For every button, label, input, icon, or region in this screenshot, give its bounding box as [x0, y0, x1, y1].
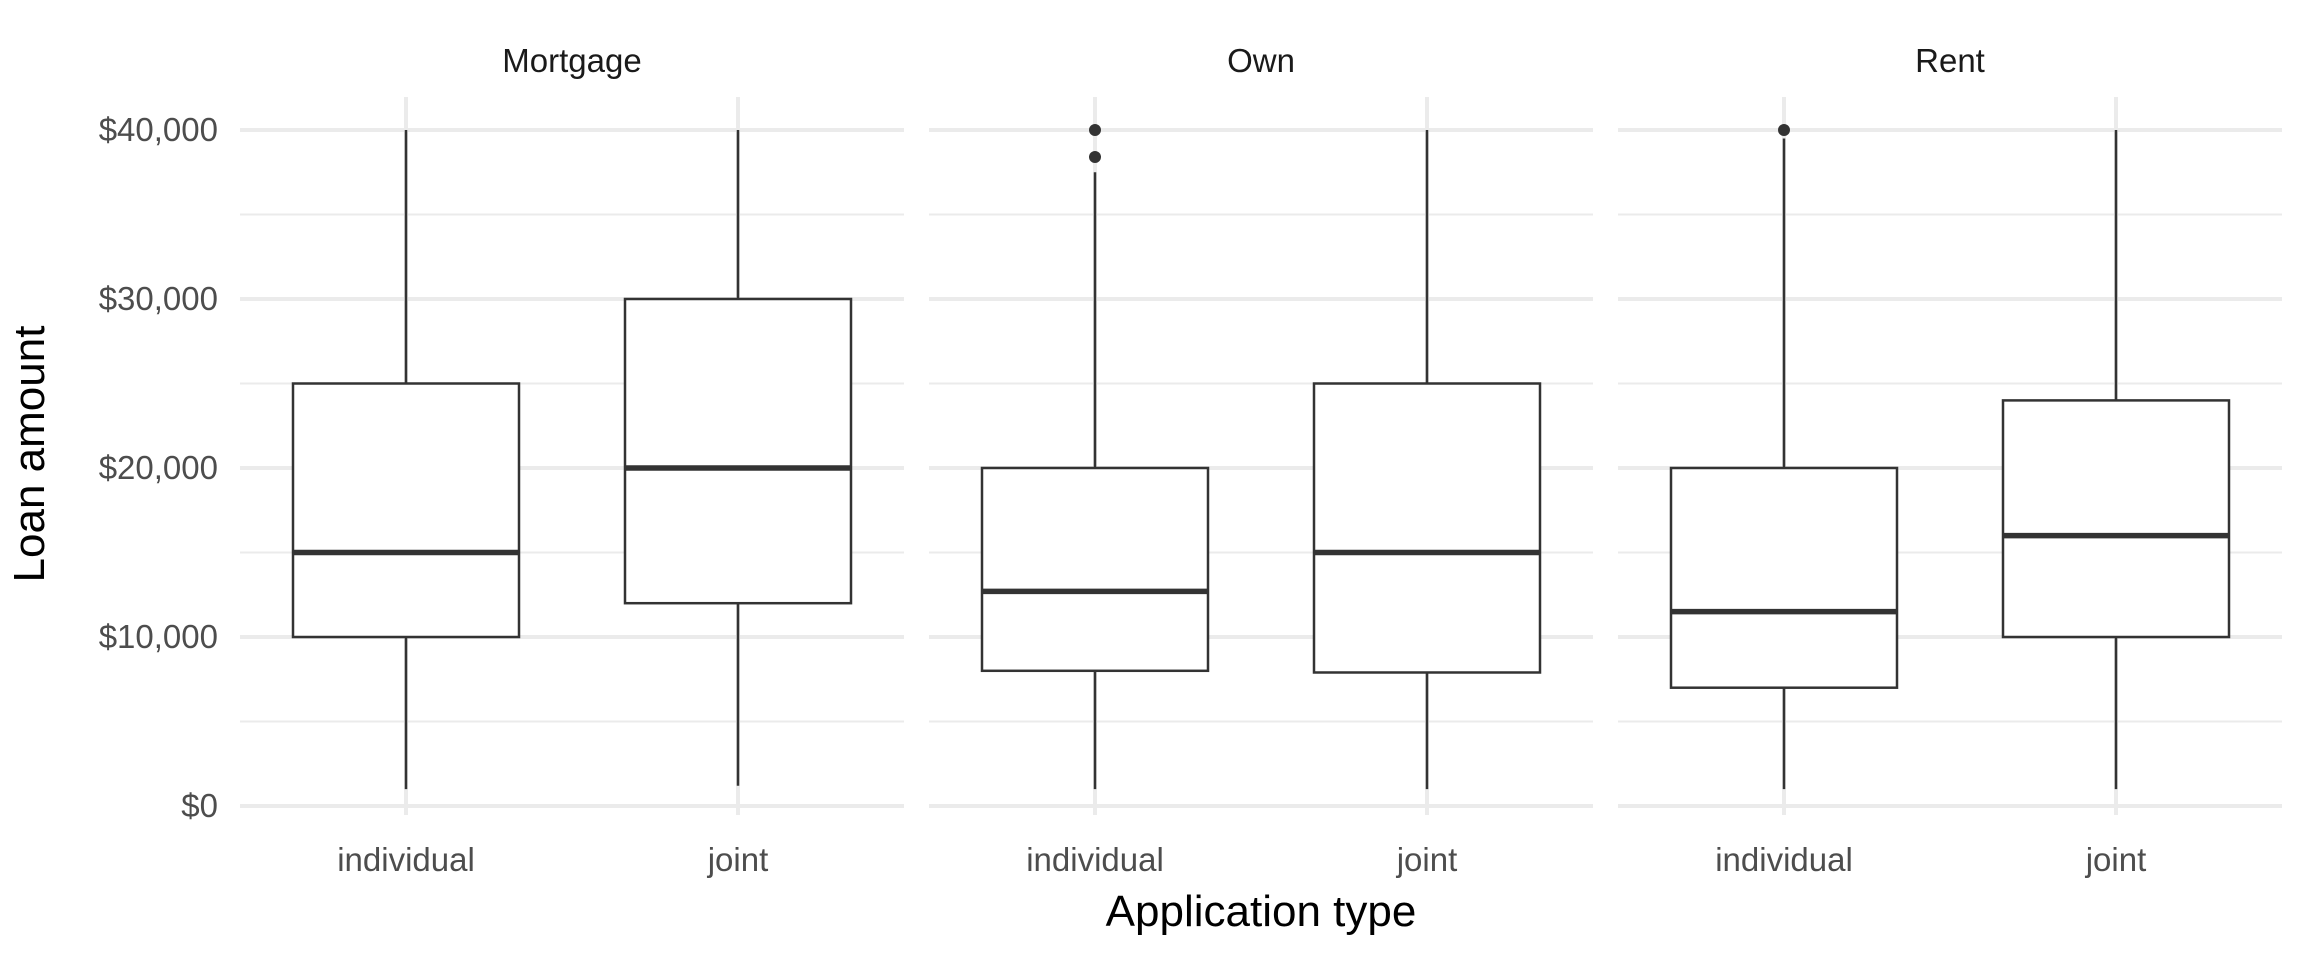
x-tick-label: individual [1026, 841, 1164, 878]
x-tick-label: joint [2085, 841, 2147, 878]
boxplot-rent-individual [1669, 124, 1899, 790]
box-iqr [1312, 382, 1542, 674]
outlier-point [1089, 151, 1101, 164]
outlier-point [1778, 124, 1790, 136]
x-axis-title: Application type [1106, 887, 1417, 936]
boxplot-mortgage-individual [291, 130, 521, 790]
y-axis-title: Loan amount [5, 326, 54, 583]
box-iqr [980, 466, 1210, 673]
box-iqr [623, 297, 853, 605]
facet-title: Rent [1915, 42, 1985, 79]
boxplot-own-joint [1312, 130, 1542, 790]
boxplot-mortgage-joint [623, 130, 853, 786]
x-tick-label: individual [337, 841, 475, 878]
facet-title: Own [1227, 42, 1295, 79]
chart-labels: $0 $10,000 $20,000 $30,000 $40,000 Mortgage in… [99, 42, 2147, 878]
y-tick-label: $10,000 [99, 618, 218, 655]
box-iqr [1669, 466, 1899, 689]
x-tick-label: joint [707, 841, 769, 878]
y-tick-label: $30,000 [99, 280, 218, 317]
facet-title: Mortgage [502, 42, 641, 79]
x-tick-label: joint [1396, 841, 1458, 878]
box-plots [291, 124, 2231, 790]
y-tick-label: $40,000 [99, 111, 218, 148]
boxplot-own-individual [980, 124, 1210, 790]
x-tick-label: individual [1715, 841, 1853, 878]
y-tick-label: $0 [181, 787, 218, 824]
boxplot-rent-joint [2001, 130, 2231, 790]
y-tick-label: $20,000 [99, 449, 218, 486]
box-iqr [2001, 399, 2231, 639]
box-iqr [291, 382, 521, 639]
outlier-point [1089, 124, 1101, 136]
